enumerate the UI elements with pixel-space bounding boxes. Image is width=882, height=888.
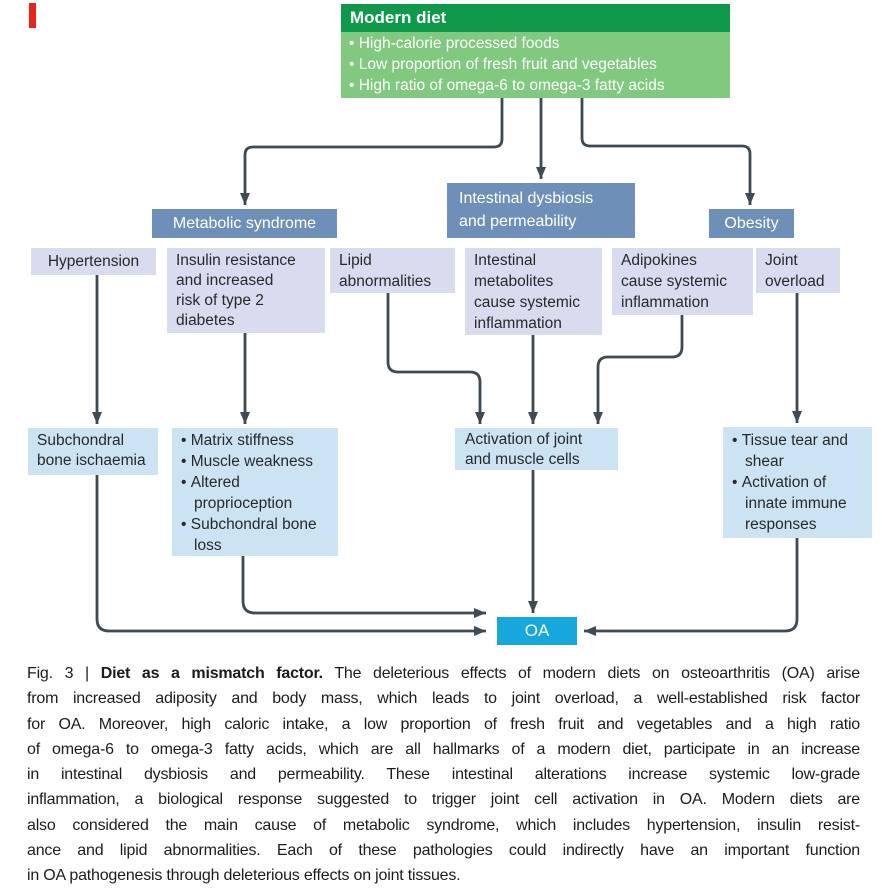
node-obesity: Obesity: [709, 209, 794, 238]
matrix-effect-bullet: Subchondral bone loss: [181, 514, 334, 556]
matrix-effect-bullet: Matrix stiffness: [181, 430, 334, 451]
node-subchondral-ischaemia: Subchondral bone ischaemia: [28, 428, 158, 475]
node-matrix-effects: Matrix stiffnessMuscle weaknessAltered p…: [172, 428, 338, 556]
caption-line: inflammation, a biological response sugg…: [27, 791, 860, 809]
modern-diet-bullet: High-calorie processed foods: [349, 33, 724, 54]
arrow-diet-to-metabolic: [240, 98, 504, 205]
arrow-lipid-to-activation: [386, 293, 485, 424]
node-metabolic-syndrome: Metabolic syndrome: [152, 209, 337, 238]
node-intestinal-metabolites: Intestinal metabolites cause systemic in…: [465, 248, 602, 335]
matrix-effect-bullet: Altered proprioception: [181, 472, 334, 514]
caption-line: also considered the main cause of metabo…: [27, 816, 860, 834]
arrow-diet-to-obesity: [580, 98, 755, 205]
node-tissue-effects: Tissue tear and shearActivation of innat…: [723, 427, 872, 538]
node-modern-diet-title: Modern diet: [341, 4, 730, 32]
caption-fig-label: Fig. 3 |: [27, 665, 101, 682]
figure-red-tab: [29, 3, 36, 28]
modern-diet-bullet: Low proportion of fresh fruit and vegeta…: [349, 54, 724, 75]
node-adipokines: Adipokines cause systemic inflammation: [612, 248, 753, 315]
figure-caption: Fig. 3 | Diet as a mismatch factor. The …: [27, 661, 860, 888]
caption-line: ance and lipid abnormalities. Each of th…: [27, 842, 860, 860]
arrow-adipokines-to-activation: [593, 315, 684, 424]
node-insulin-resistance: Insulin resistance and increased risk of…: [167, 248, 325, 333]
tissue-effect-bullet: Activation of innate immune responses: [732, 472, 868, 535]
arrow-tissue-to-oa: [584, 538, 799, 636]
matrix-effect-bullet: Muscle weakness: [181, 451, 334, 472]
caption-line: in intestinal dysbiosis and permeability…: [27, 766, 860, 784]
node-intestinal-dysbiosis: Intestinal dysbiosis and permeability: [447, 183, 635, 238]
caption-line: of omega-6 to omega-3 fatty acids, which…: [27, 740, 860, 758]
node-joint-overload: Joint overload: [756, 248, 840, 293]
node-modern-diet-bullets: High-calorie processed foodsLow proporti…: [341, 32, 730, 98]
caption-lines: from increased adiposity and body mass, …: [27, 686, 860, 888]
node-oa: OA: [497, 617, 577, 645]
caption-line: in OA pathogenesis through deleterious e…: [27, 867, 461, 885]
modern-diet-bullet: High ratio of omega-6 to omega-3 fatty a…: [349, 75, 724, 96]
caption-line-first-rest: The deleterious effects of modern diets …: [322, 665, 860, 682]
node-lipid-abnormalities: Lipid abnormalities: [330, 248, 455, 293]
caption-bold-title: Diet as a mismatch factor.: [100, 665, 323, 682]
tissue-effect-bullet: Tissue tear and shear: [732, 430, 868, 472]
caption-line: from increased adiposity and body mass, …: [27, 690, 860, 708]
node-hypertension: Hypertension: [31, 248, 156, 275]
node-activation-cells: Activation of joint and muscle cells: [455, 428, 618, 470]
arrow-subchondral-to-oa: [95, 475, 486, 636]
arrow-matrix-to-oa: [241, 556, 486, 618]
caption-line: for OA. Moreover, high caloric intake, a…: [27, 715, 860, 733]
caption-line-first: Fig. 3 | Diet as a mismatch factor. The …: [27, 661, 860, 686]
